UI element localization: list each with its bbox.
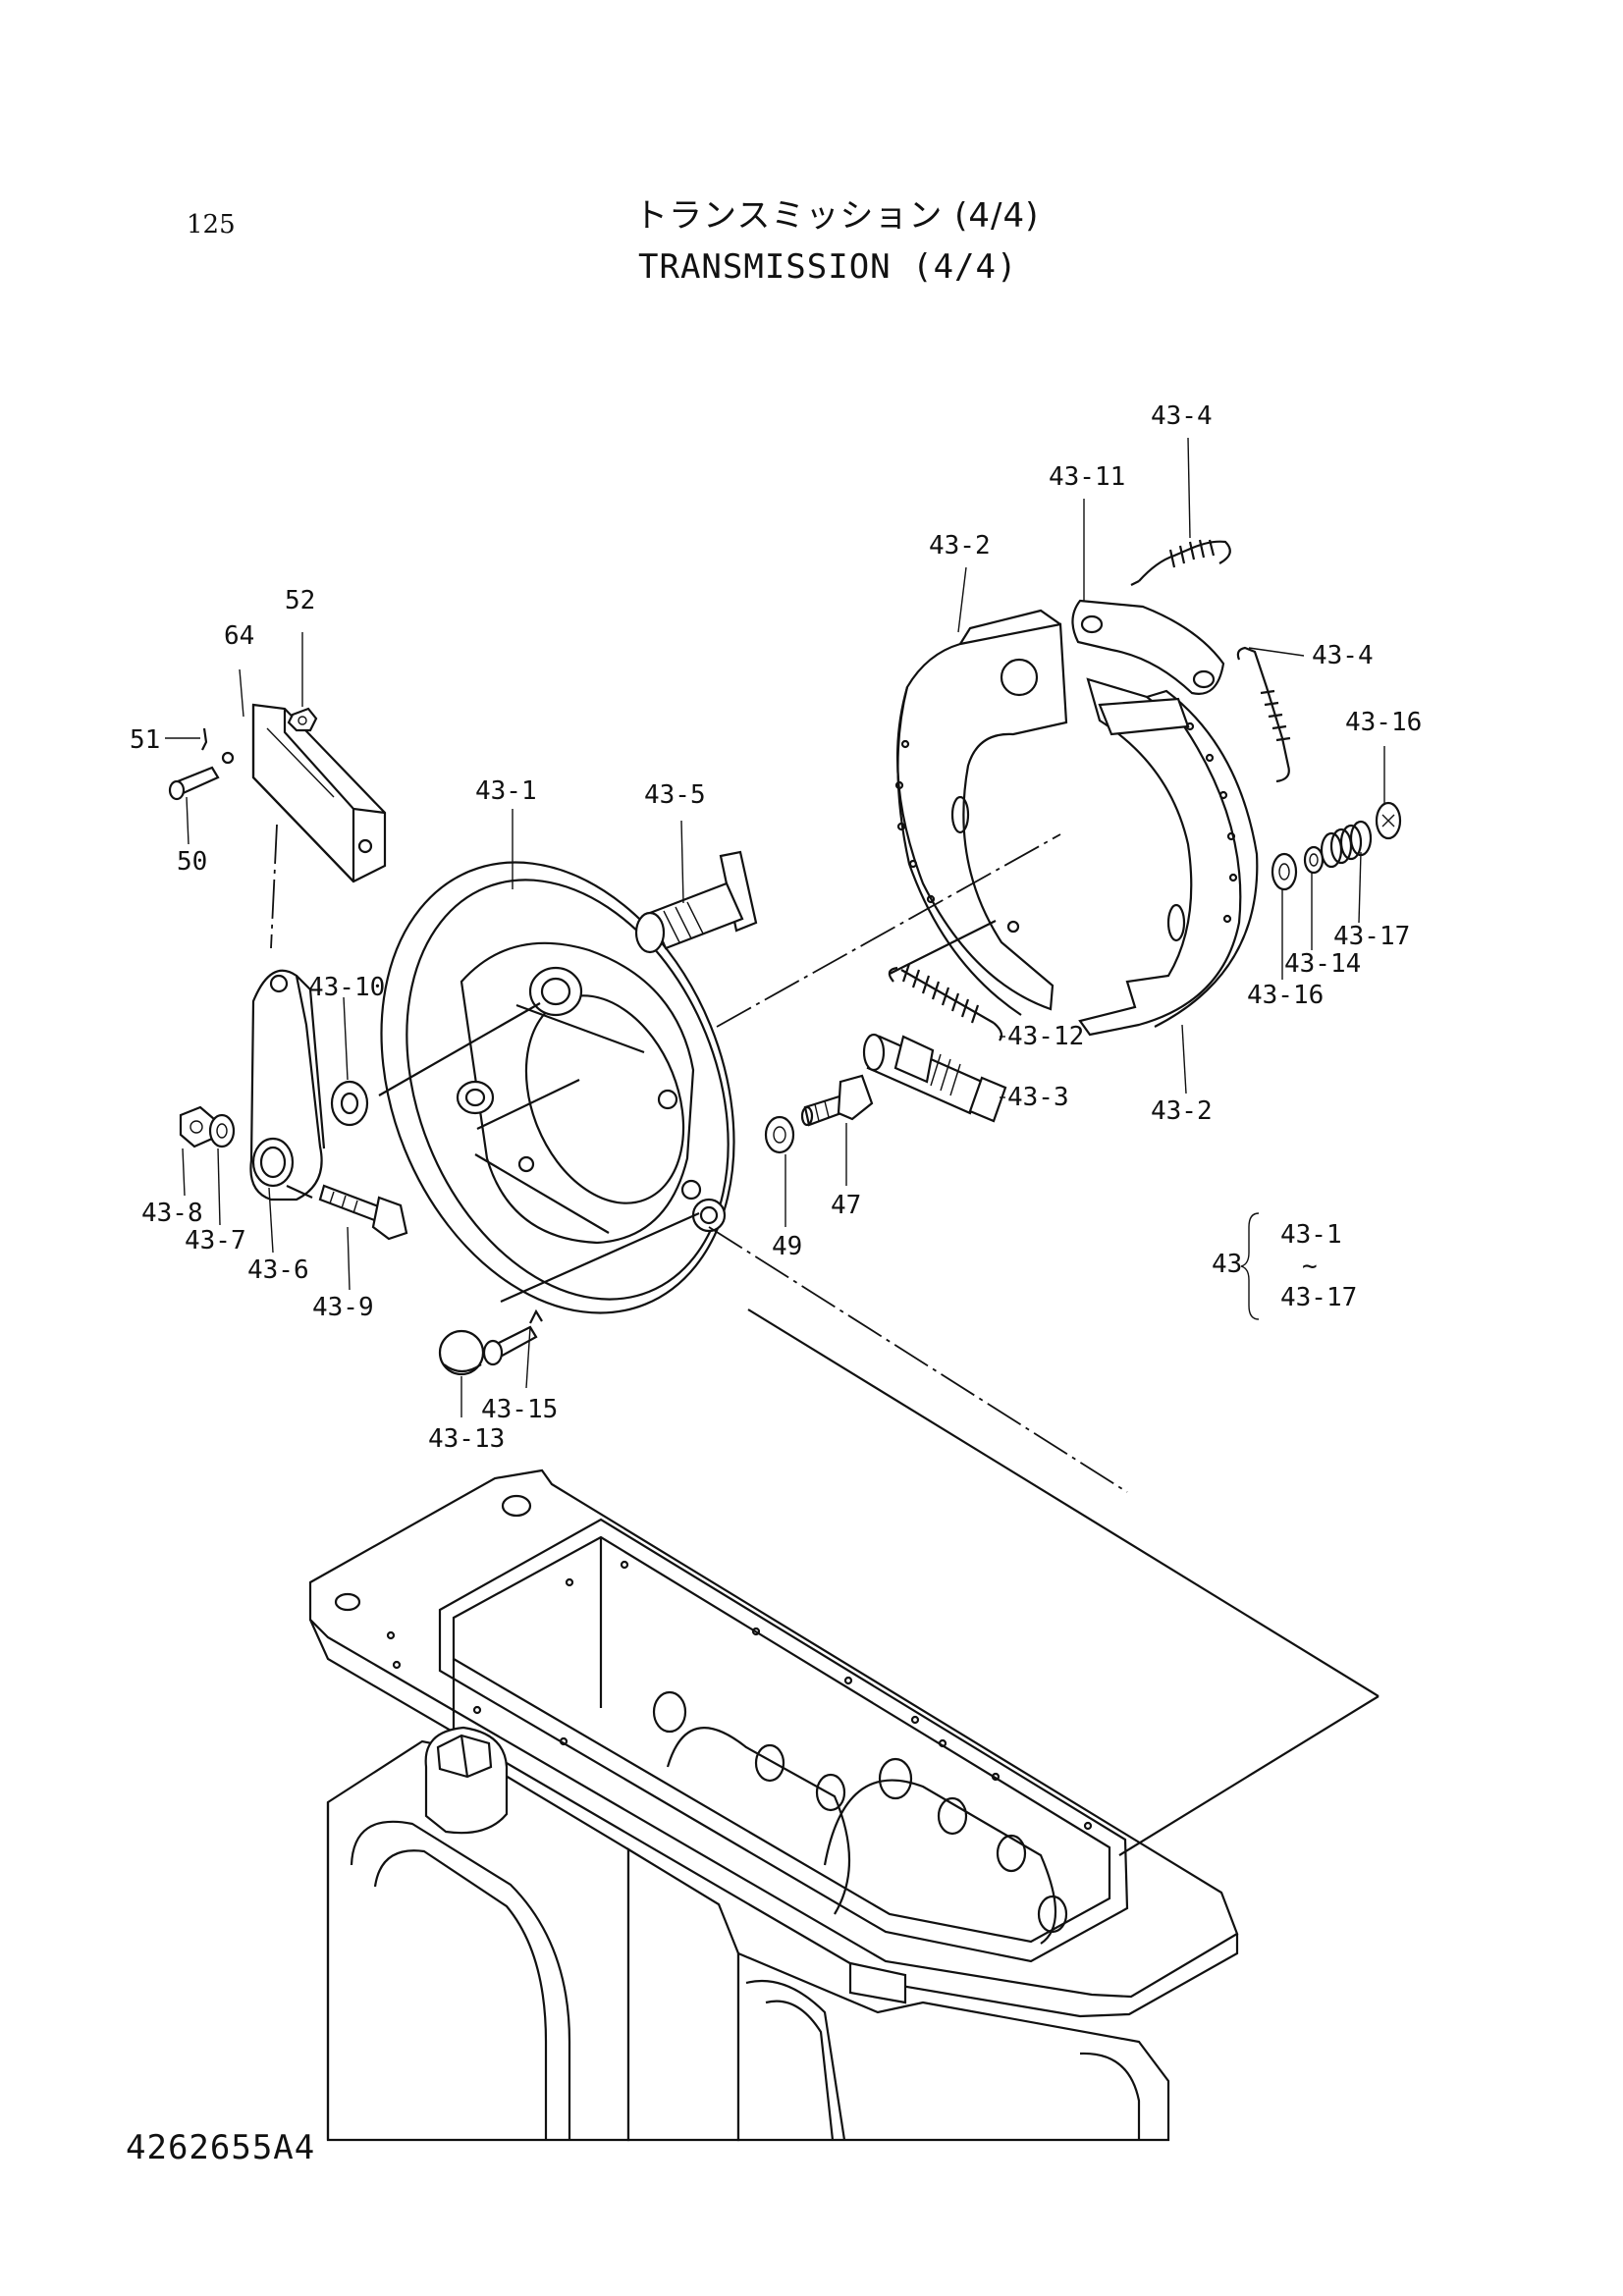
backing-plate-43-1	[380, 861, 735, 1314]
brake-shoe-43-2-left	[894, 609, 1068, 1016]
assembly-bracket-43: 43 43-1 ~ 43-17	[1212, 1212, 1357, 1320]
callout-43-2-bottom: 43-2	[1151, 1096, 1213, 1126]
callout-43-16-top: 43-16	[1345, 708, 1422, 737]
brake-shoe-43-2-right	[1078, 677, 1259, 1037]
cotter-pin-51	[201, 727, 208, 751]
assembly-range-start: 43-1	[1280, 1220, 1342, 1250]
washer-49	[764, 1115, 795, 1154]
bolt-43-9	[318, 1184, 408, 1241]
title-japanese: トランスミッション (4/4)	[634, 196, 1040, 236]
cap-43-13	[438, 1329, 485, 1376]
callout-43-10: 43-10	[308, 973, 385, 1002]
callout-49: 49	[772, 1232, 802, 1261]
transmission-case	[308, 1468, 1239, 2142]
bolt-47	[800, 1074, 874, 1127]
callout-43-2-top: 43-2	[929, 531, 991, 561]
washer-43-10	[330, 1080, 369, 1127]
callout-43-17: 43-17	[1333, 922, 1410, 951]
pin-50	[168, 766, 220, 801]
cup-43-16-upper	[1375, 801, 1402, 840]
callout-43-16-bottom: 43-16	[1247, 981, 1324, 1010]
assembly-number: 43	[1212, 1250, 1242, 1279]
adjuster-spring-43-12	[888, 963, 1003, 1041]
document-code: 4262655A4	[126, 2128, 316, 2167]
title-english: TRANSMISSION (4/4)	[638, 247, 1018, 287]
callout-43-1: 43-1	[475, 776, 537, 806]
callout-43-8: 43-8	[141, 1199, 203, 1228]
callout-43-3: 43-3	[1007, 1083, 1069, 1112]
callout-43-6: 43-6	[247, 1255, 309, 1285]
adjuster-43-3	[862, 1033, 1007, 1123]
callout-43-4-right: 43-4	[1312, 641, 1374, 670]
page-number: 125	[187, 210, 236, 240]
callout-52: 52	[285, 586, 315, 615]
callout-47: 47	[831, 1191, 861, 1220]
nut-52	[287, 707, 318, 732]
callout-43-9: 43-9	[312, 1293, 374, 1322]
callout-labels: 43-4 43-11 43-2 43-4 43-16 52 64 51 50 4…	[130, 401, 1422, 1454]
hold-down-pin-43-15	[482, 1308, 543, 1366]
callout-51: 51	[130, 725, 160, 755]
spring-43-17	[1320, 820, 1373, 869]
callout-43-4-top: 43-4	[1151, 401, 1213, 431]
callout-43-15: 43-15	[481, 1395, 558, 1424]
nut-43-8	[179, 1105, 216, 1148]
washer-43-7	[208, 1113, 236, 1148]
callout-43-11: 43-11	[1049, 462, 1125, 492]
brake-lever-43-6	[249, 969, 326, 1201]
callout-64: 64	[224, 621, 254, 651]
callout-43-13: 43-13	[428, 1424, 505, 1454]
return-spring-43-4-top	[1130, 539, 1231, 586]
callout-43-5: 43-5	[644, 780, 706, 810]
callout-43-7: 43-7	[185, 1226, 246, 1255]
washer-43-16-lower	[1271, 852, 1298, 891]
assembly-range-end: 43-17	[1280, 1283, 1357, 1312]
return-spring-43-4-right	[1236, 646, 1291, 783]
callout-43-12: 43-12	[1007, 1022, 1084, 1051]
callout-50: 50	[177, 847, 207, 877]
link-plate-43-11	[1071, 599, 1225, 695]
leader-lines	[165, 437, 1385, 1856]
lever-bracket-64	[221, 703, 387, 883]
callout-43-14: 43-14	[1284, 949, 1361, 979]
assembly-range-tilde: ~	[1302, 1252, 1318, 1281]
washer-43-14	[1303, 845, 1325, 875]
anchor-pin-43-5	[634, 850, 758, 954]
